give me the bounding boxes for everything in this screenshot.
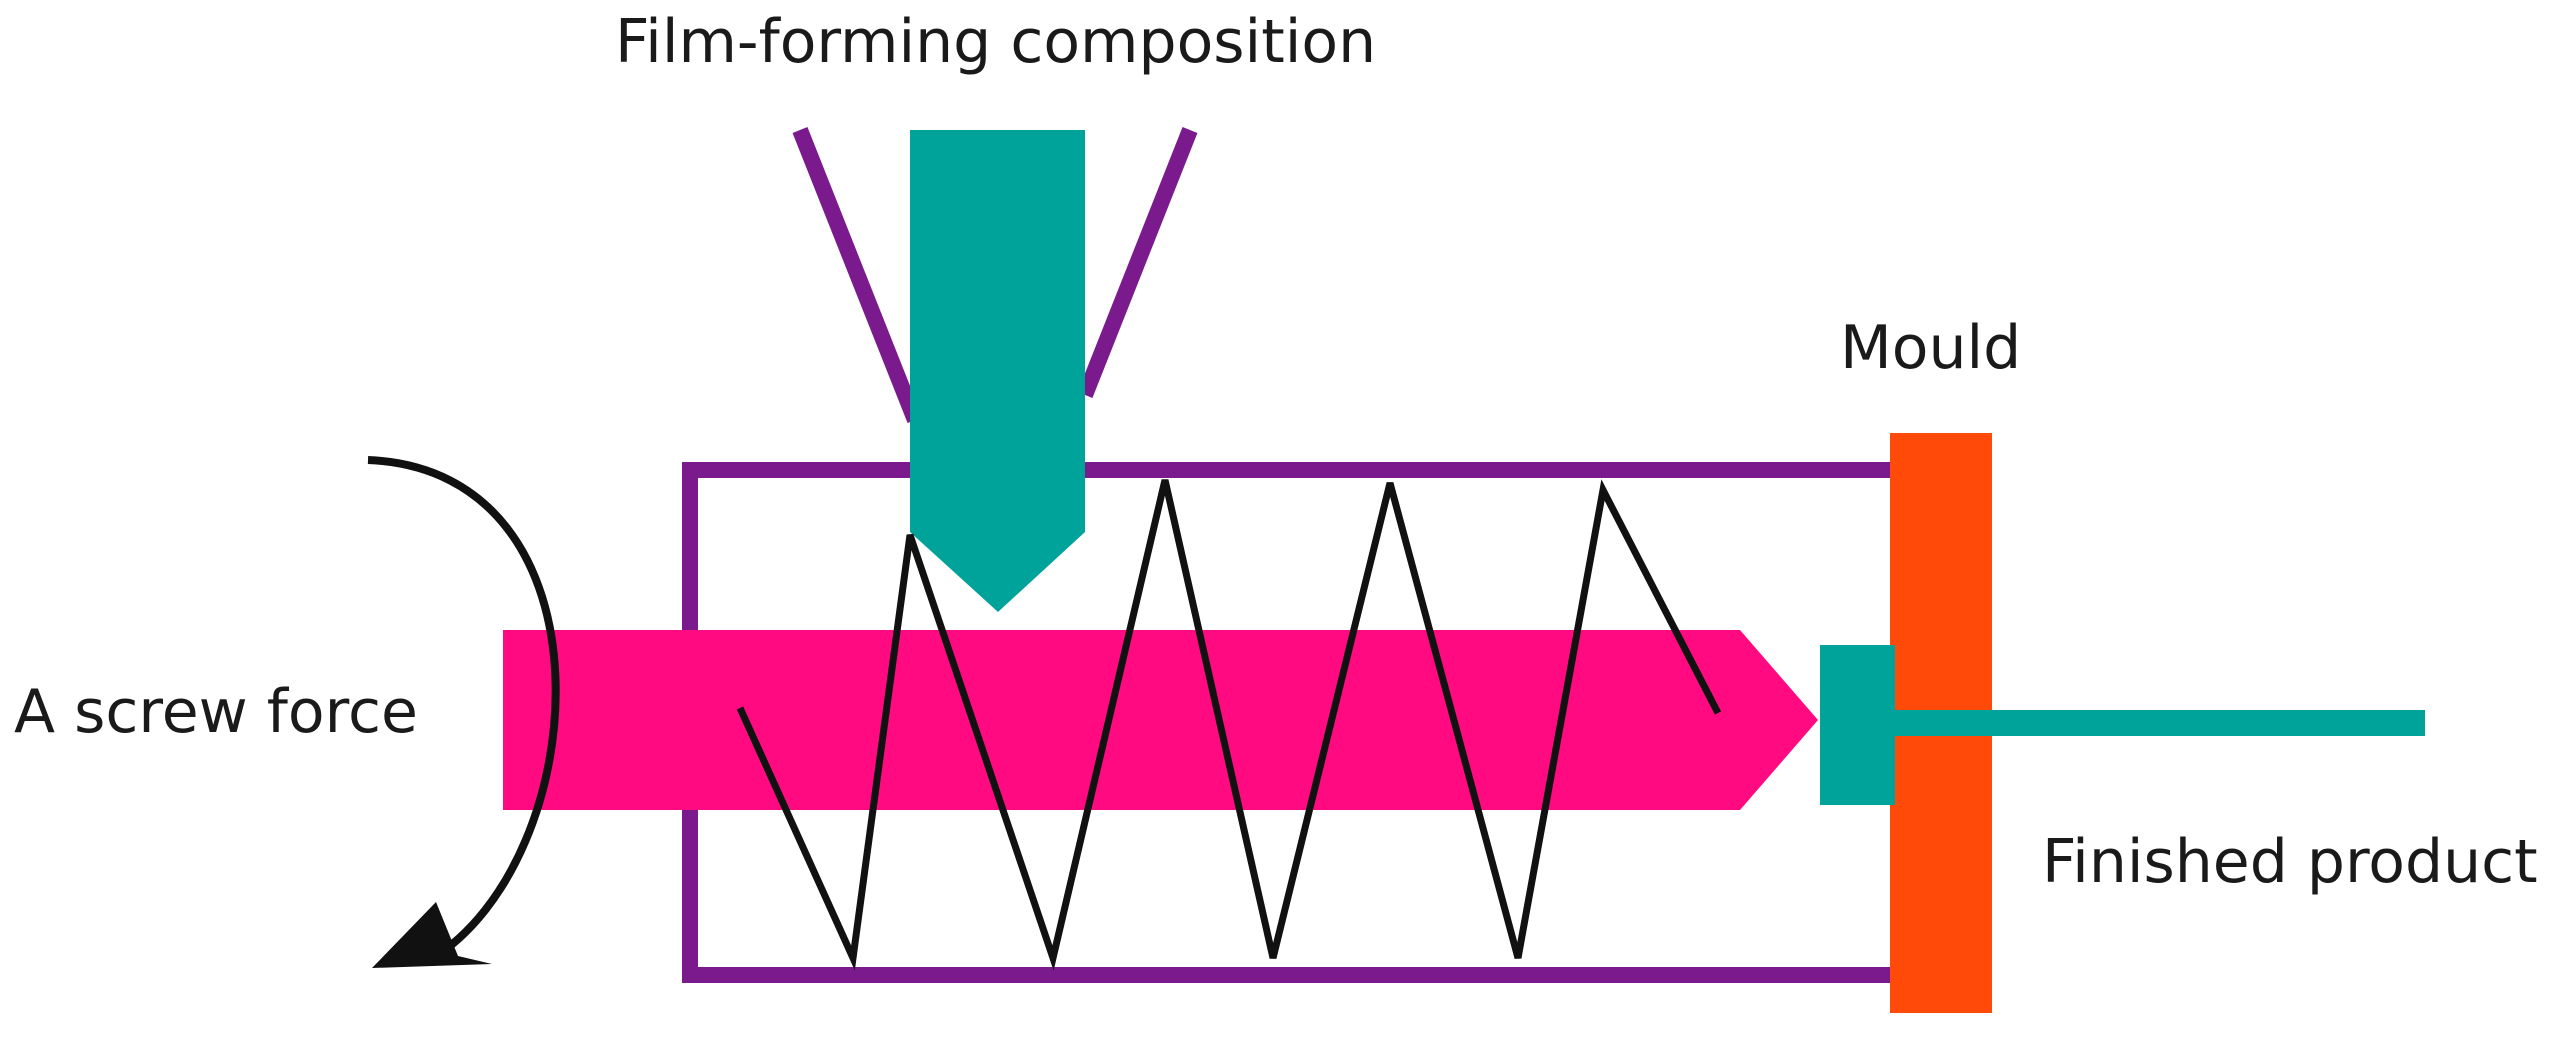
rotation-arrow xyxy=(367,456,560,964)
mould-label: Mould xyxy=(1840,313,2022,383)
rotation-arrowhead xyxy=(372,902,492,968)
screw-force-label: A screw force xyxy=(14,677,418,747)
product-block xyxy=(1820,645,1895,805)
film-forming-composition-label: Film-forming composition xyxy=(615,7,1377,77)
feed-stream xyxy=(910,130,1085,612)
hopper-right-wall xyxy=(1077,127,1198,398)
product-strip xyxy=(1885,710,2425,736)
screw-flight-spring xyxy=(736,479,1722,971)
finished-product-label: Finished product xyxy=(2042,827,2538,897)
hopper-left-wall xyxy=(792,127,923,423)
screw-shaft xyxy=(503,630,1818,810)
